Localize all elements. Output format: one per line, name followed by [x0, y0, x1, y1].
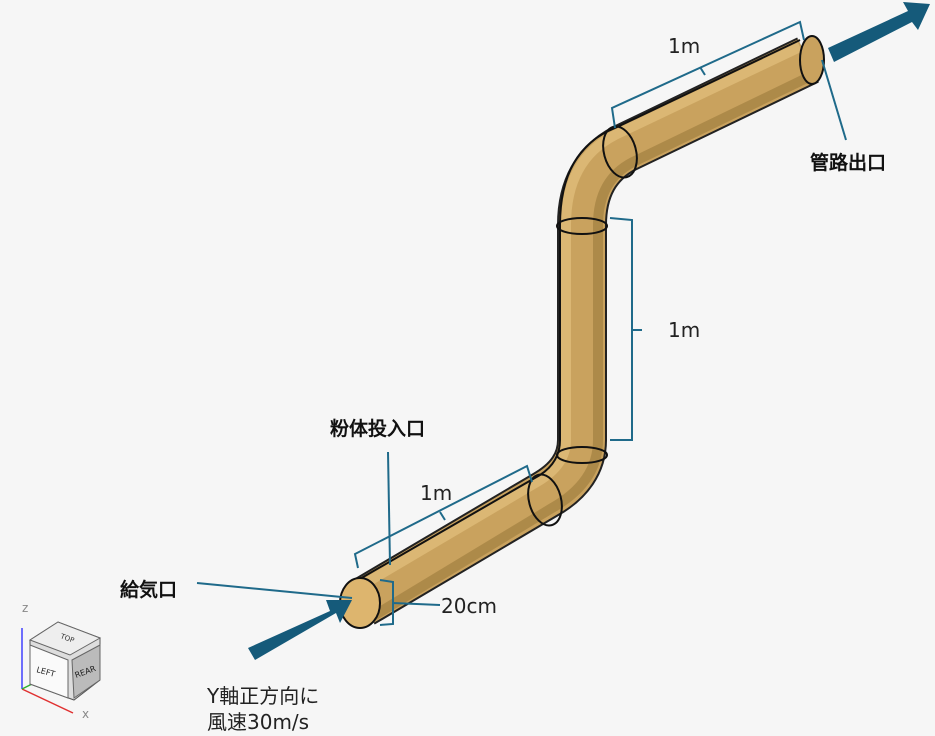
inlet-flow-arrow — [248, 600, 352, 660]
vertical-length-bracket — [609, 217, 642, 441]
air-inlet-label: 給気口 — [120, 579, 178, 601]
dimension-brackets — [196, 20, 847, 626]
outlet-label: 管路出口 — [810, 152, 887, 174]
outlet-flow-arrow — [828, 2, 930, 62]
powder-inlet-label: 粉体投入口 — [330, 418, 426, 440]
flow-direction-label: Y軸正方向に — [207, 684, 320, 708]
powder-inlet-leader — [387, 451, 391, 566]
diameter-label: 20cm — [441, 594, 497, 618]
svg-text:z: z — [22, 601, 28, 615]
svg-text:x: x — [82, 707, 89, 721]
diameter-bracket — [379, 579, 441, 626]
bottom-length-bracket — [353, 464, 533, 569]
bottom-length-label: 1m — [420, 481, 453, 505]
top-length-bracket — [610, 20, 805, 129]
air-inlet-leader — [196, 582, 353, 599]
view-cube: TOP LEFT REAR z x — [21, 601, 102, 721]
flow-speed-label: 風速30m/s — [207, 710, 310, 734]
top-length-label: 1m — [668, 34, 701, 58]
pipe — [339, 35, 825, 629]
vertical-length-label: 1m — [668, 318, 701, 342]
outlet-leader — [821, 59, 847, 141]
